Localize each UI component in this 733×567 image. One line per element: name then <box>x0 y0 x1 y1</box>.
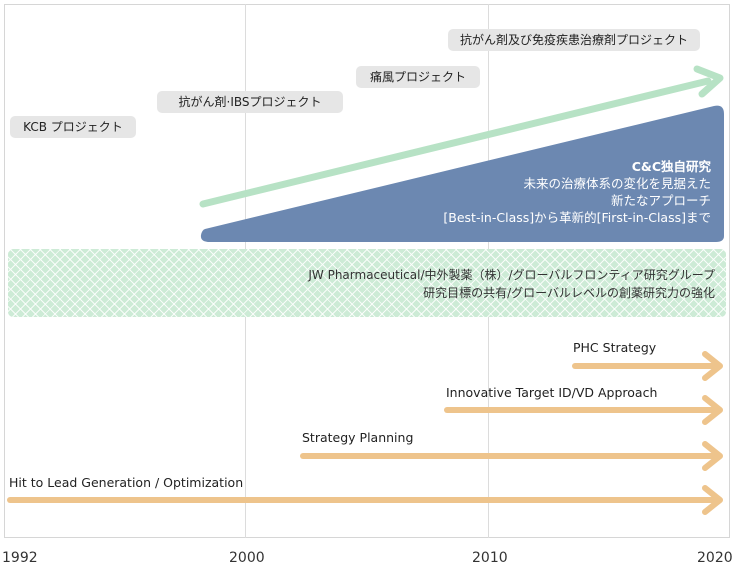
arrow-phc-head <box>702 351 723 381</box>
green-arrow-shaft <box>199 77 712 208</box>
year-1992: 1992 <box>2 550 38 566</box>
cc-research-line-2: 新たなアプローチ <box>610 193 711 208</box>
strategy-target-label: Innovative Target ID/VD Approach <box>446 385 658 400</box>
year-2020: 2020 <box>697 550 733 566</box>
year-2000: 2000 <box>229 550 265 566</box>
arrow-hit-lead-head <box>702 485 723 515</box>
project-gout: 痛風プロジェクト <box>356 66 480 88</box>
strategy-hit-lead-label: Hit to Lead Generation / Optimization <box>9 475 244 490</box>
arrow-planning-head <box>702 441 723 471</box>
project-kcb: KCB プロジェクト <box>10 116 136 138</box>
project-anticancer-ibs: 抗がん剤·IBSプロジェクト <box>157 91 343 113</box>
strategy-phc-label: PHC Strategy <box>573 340 657 355</box>
strategy-planning-label: Strategy Planning <box>302 430 414 445</box>
cc-research-text: C&C独自研究 未来の治療体系の変化を見据えた 新たなアプローチ [Best-i… <box>443 158 711 226</box>
year-2010: 2010 <box>472 550 508 566</box>
green-arrow-head <box>693 65 724 98</box>
cc-research-line-3: [Best-in-Class]から革新的[First-in-Class]まで <box>443 210 711 225</box>
collaboration-band <box>8 249 726 317</box>
cc-research-title: C&C独自研究 <box>631 159 711 174</box>
collaboration-line-1: JW Pharmaceutical/中外製薬（株）/グローバルフロンティア研究グ… <box>308 268 715 282</box>
cc-research-wedge <box>200 105 725 243</box>
project-anticancer-immune: 抗がん剤及び免疫疾患治療剤プロジェクト <box>448 29 700 51</box>
collaboration-line-2: 研究目標の共有/グローバルレベルの創薬研究力の強化 <box>423 286 715 300</box>
cc-research-line-1: 未来の治療体系の変化を見据えた <box>523 176 711 191</box>
arrow-target-head <box>702 395 723 425</box>
diagram-frame <box>4 4 730 538</box>
